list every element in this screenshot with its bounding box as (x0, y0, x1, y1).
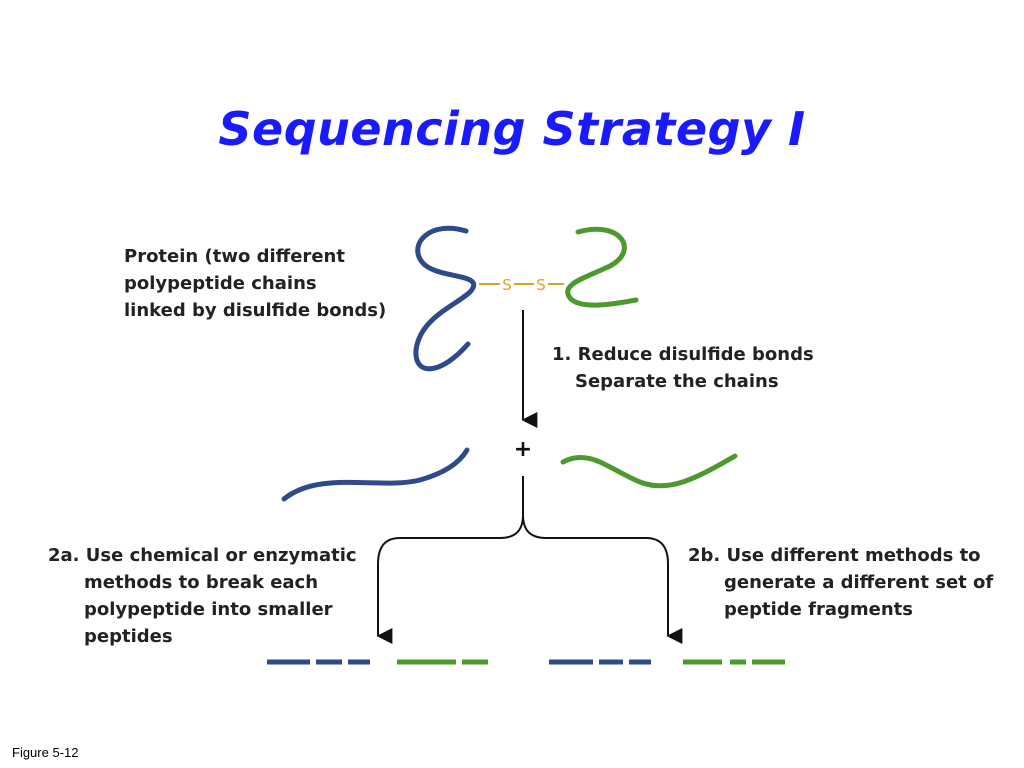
branch-bracket (376, 476, 524, 644)
step-2a-line: peptides (84, 626, 173, 647)
step-2a-label: 2a. Use chemical or enzymatic methods to… (48, 542, 357, 650)
step-2b-line: generate a different set of (724, 572, 994, 593)
branch-bracket-right (522, 514, 683, 644)
step-2a-line: Use chemical or enzymatic (85, 545, 357, 566)
plus-sign: + (514, 437, 532, 462)
protein-label-line: polypeptide chains (124, 273, 317, 294)
disulfide-bond: S S (479, 276, 564, 294)
protein-label-line: linked by disulfide bonds) (124, 300, 387, 321)
separated-chain-a (281, 447, 470, 502)
step-2b-line: Use different methods to (726, 545, 981, 566)
protein-chain-a (413, 225, 477, 372)
figure-caption: Figure 5-12 (12, 745, 79, 760)
step-2a-line: methods to break each (84, 572, 319, 593)
step-2b-number: 2b. (688, 545, 721, 566)
slide-title: Sequencing Strategy I (218, 102, 806, 156)
step-2a-line: polypeptide into smaller (84, 599, 333, 620)
step-1-line: Separate the chains (575, 371, 779, 392)
step-1-line: Reduce disulfide bonds (577, 344, 814, 365)
protein-label-line: Protein (two different (124, 246, 345, 267)
step-1-number: 1. (552, 344, 572, 365)
step-2b-line: peptide fragments (724, 599, 913, 620)
separated-chain-b (560, 453, 738, 489)
step-1-label: 1. Reduce disulfide bonds Separate the c… (552, 341, 814, 395)
sulfur-atom-1: S (502, 276, 512, 294)
step-2a-number: 2a. (48, 545, 80, 566)
sulfur-atom-2: S (536, 276, 546, 294)
step-2b-label: 2b. Use different methods to generate a … (688, 542, 993, 623)
protein-label: Protein (two different polypeptide chain… (124, 243, 386, 324)
protein-chain-b (565, 226, 639, 308)
